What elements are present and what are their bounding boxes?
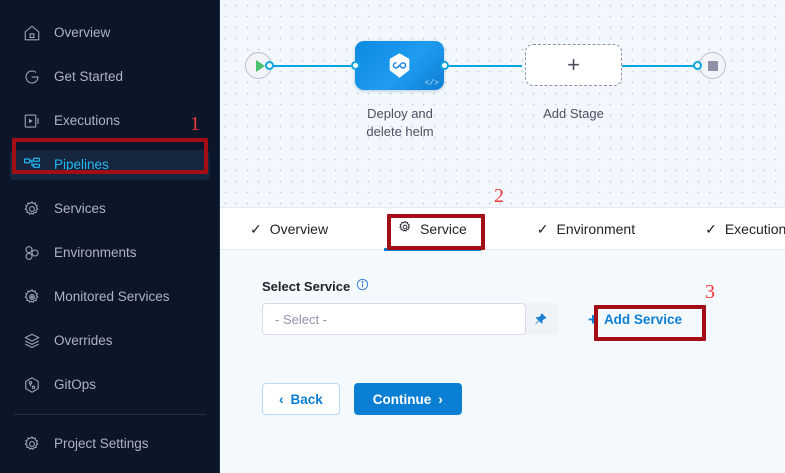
- start-play-icon[interactable]: [245, 52, 272, 79]
- sidebar-item-label: Get Started: [54, 69, 124, 85]
- gear-icon: [22, 434, 42, 454]
- continue-button[interactable]: Continue ›: [353, 383, 462, 415]
- sidebar-item-overview[interactable]: Overview: [10, 18, 210, 48]
- stage-label-line2: delete helm: [366, 124, 434, 139]
- home-icon: [22, 23, 42, 43]
- end-port[interactable]: [693, 61, 702, 70]
- connector-stage-to-add: [447, 65, 522, 67]
- sidebar-item-label: Monitored Services: [54, 289, 170, 305]
- code-glyph-icon: </>: [424, 79, 439, 88]
- plus-icon: +: [567, 52, 580, 77]
- sidebar-item-project-settings[interactable]: Project Settings: [10, 429, 210, 459]
- layers-icon: [22, 331, 42, 351]
- check-icon: ✓: [705, 220, 717, 237]
- annotation-number-3: 3: [705, 281, 715, 303]
- chevron-left-icon: ‹: [279, 391, 284, 407]
- tab-label: Service: [420, 220, 467, 237]
- check-icon: ✓: [536, 220, 549, 237]
- add-service-label: Add Service: [603, 311, 682, 327]
- sidebar-divider: [14, 414, 206, 415]
- environments-icon: [22, 243, 42, 263]
- pin-icon[interactable]: [526, 303, 554, 335]
- sidebar-item-label: Pipelines: [54, 157, 109, 173]
- tab-label: Execution: [724, 220, 785, 237]
- tab-environment[interactable]: ✓ Environment: [523, 207, 649, 250]
- tab-overview[interactable]: ✓ Overview: [236, 207, 342, 250]
- stage-node-deploy-and-delete-helm[interactable]: </>: [355, 41, 444, 90]
- pipeline-canvas[interactable]: </> Deploy and delete helm + Add Stage: [220, 0, 785, 207]
- tab-execution[interactable]: ✓ Execution: [691, 207, 785, 250]
- stage-label-line1: Deploy and: [367, 106, 433, 121]
- annotation-number-2: 2: [494, 185, 504, 207]
- info-icon[interactable]: [356, 278, 369, 294]
- end-stop-icon[interactable]: [699, 52, 726, 79]
- connector-add-to-end: [575, 65, 697, 67]
- tab-service[interactable]: Service: [384, 207, 481, 251]
- back-label: Back: [290, 391, 323, 407]
- back-button[interactable]: ‹ Back: [262, 383, 340, 415]
- gitops-icon: [22, 375, 42, 395]
- sidebar-item-get-started[interactable]: Get Started: [10, 62, 210, 92]
- sidebar: Overview Get Started Executions: [0, 0, 220, 473]
- annotation-number-1: 1: [190, 113, 200, 135]
- add-stage-button[interactable]: +: [525, 44, 622, 86]
- sidebar-item-label: GitOps: [54, 377, 97, 393]
- select-service-row: - Select - + Add Service: [262, 303, 785, 335]
- add-service-button[interactable]: + Add Service: [586, 307, 684, 332]
- stage-input-port[interactable]: [351, 61, 360, 70]
- harness-hexagon-icon: [387, 52, 412, 79]
- sidebar-item-label: Overview: [54, 25, 111, 41]
- gear-icon: [22, 199, 42, 219]
- stop-square-icon: [707, 60, 718, 71]
- tab-label: Overview: [269, 220, 329, 237]
- chevron-right-icon: ›: [438, 391, 443, 407]
- sidebar-item-gitops[interactable]: GitOps: [10, 370, 210, 400]
- connector-start-to-stage: [269, 65, 387, 67]
- play-triangle-icon: [255, 59, 265, 72]
- sidebar-item-services[interactable]: Services: [10, 194, 210, 224]
- pipelines-icon: [22, 155, 42, 175]
- add-stage-label: Add Stage: [543, 106, 604, 121]
- sidebar-item-executions[interactable]: Executions: [10, 106, 210, 136]
- stage-tabbar: ✓ Overview Service ✓ Environment ✓ Execu…: [220, 207, 785, 251]
- sidebar-item-label: Project Settings: [54, 436, 149, 452]
- get-started-icon: [22, 67, 42, 87]
- check-icon: ✓: [250, 220, 262, 237]
- form-actions: ‹ Back Continue ›: [262, 383, 785, 415]
- sidebar-item-environments[interactable]: Environments: [10, 238, 210, 268]
- main-panel: </> Deploy and delete helm + Add Stage: [220, 0, 785, 473]
- continue-label: Continue: [372, 391, 432, 407]
- sidebar-item-monitored-services[interactable]: Monitored Services: [10, 282, 210, 312]
- select-service-label: Select Service: [262, 278, 351, 294]
- select-service-control: - Select -: [262, 303, 558, 335]
- select-service-input[interactable]: - Select -: [262, 303, 526, 335]
- sidebar-item-pipelines[interactable]: Pipelines: [10, 150, 210, 180]
- start-port[interactable]: [265, 61, 274, 70]
- sidebar-edge: [219, 0, 220, 473]
- executions-icon: [22, 111, 42, 131]
- tab-label: Environment: [556, 220, 636, 237]
- stage-output-port[interactable]: [440, 61, 449, 70]
- sidebar-item-overrides[interactable]: Overrides: [10, 326, 210, 356]
- sidebar-item-label: Executions: [54, 113, 121, 129]
- gear-icon: [398, 220, 412, 237]
- sidebar-item-label: Services: [54, 201, 106, 217]
- sidebar-item-label: Environments: [54, 245, 137, 261]
- service-form: Select Service - Select -: [220, 250, 785, 473]
- stage-label: Deploy and delete helm: [330, 105, 470, 141]
- select-service-label-row: Select Service: [262, 278, 785, 294]
- sidebar-item-label: Overrides: [54, 333, 113, 349]
- plus-icon: +: [588, 309, 598, 329]
- monitored-services-icon: [22, 287, 42, 307]
